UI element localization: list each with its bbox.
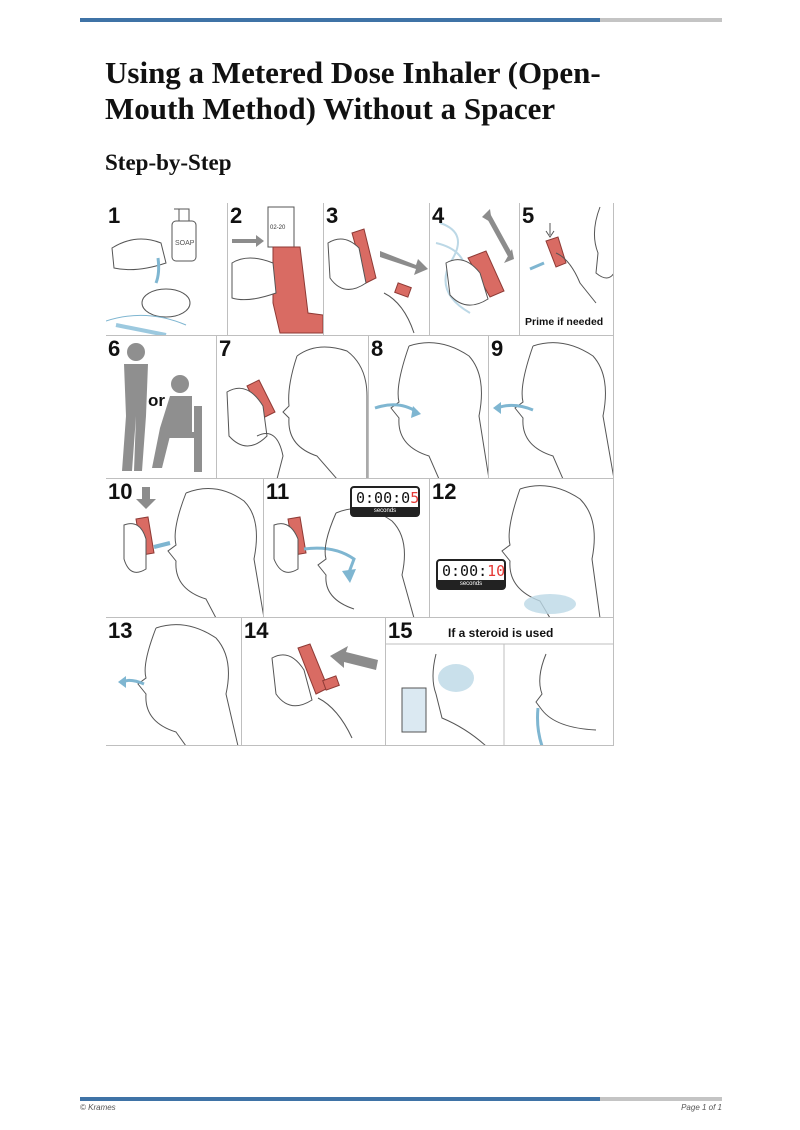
step-3-panel: 3: [324, 203, 430, 336]
step-15-caption: If a steroid is used: [448, 626, 554, 640]
timer-digits: 0:00:: [442, 562, 488, 580]
timer-label: seconds: [352, 507, 418, 515]
shake-inhaler-illustration: [327, 228, 428, 334]
footer-page-number: Page 1 of 1: [681, 1103, 722, 1112]
exhale-illustration: [374, 342, 488, 478]
hold-breath-illustration: [501, 485, 601, 617]
step-14-number: 14: [244, 618, 269, 643]
step-15-number: 15: [388, 618, 413, 643]
step-10-number: 10: [108, 479, 133, 504]
footer-rule: [80, 1097, 722, 1101]
page-subtitle: Step-by-Step: [105, 150, 232, 175]
prime-inhaler-illustration: [529, 206, 613, 304]
rinse-mouth-illustration: [386, 643, 613, 745]
soap-label: SOAP: [175, 240, 195, 247]
step-11-number: 11: [266, 479, 290, 504]
step-8-panel: 8: [369, 336, 489, 479]
steps-illustration-grid: SOAP 1 02-20 2 3: [106, 203, 614, 746]
page-title: Using a Metered Dose Inhaler (Open-Mouth…: [105, 55, 601, 126]
replace-cap-illustration: [271, 643, 378, 739]
step-8-number: 8: [371, 336, 384, 361]
step-9-panel: 9: [489, 336, 614, 479]
step-14-panel: 14: [242, 618, 386, 746]
step-4-panel: 4: [430, 203, 520, 336]
footer-copyright: © Krames: [80, 1103, 116, 1112]
step-12-panel: 12 0:00:10 seconds: [430, 479, 614, 618]
step-6-number: 6: [108, 336, 121, 361]
shake-motion-illustration: [435, 209, 514, 314]
step-5-caption: Prime if needed: [525, 316, 604, 328]
step-12-number: 12: [432, 479, 457, 504]
timer-digits-red: 10: [487, 562, 506, 580]
step-2-number: 2: [230, 203, 243, 228]
step-2-panel: 02-20 2: [228, 203, 324, 336]
step-7-panel: 7: [217, 336, 369, 479]
stand-or-sit-illustration: [122, 343, 202, 472]
timer-label: seconds: [438, 580, 504, 588]
step-12-timer: 0:00:10 seconds: [436, 559, 506, 590]
step-6-panel: 6 or: [106, 336, 217, 479]
step-6-caption: or: [148, 391, 165, 410]
step-1-panel: SOAP 1: [106, 203, 228, 336]
timer-digits-red: 5: [410, 489, 420, 507]
step-15-panel: 15 If a steroid is used: [386, 618, 614, 746]
step-11-panel: 11 0:00:05 seconds: [264, 479, 430, 618]
inhale-slowly-illustration: [273, 508, 415, 617]
step-3-number: 3: [326, 203, 339, 228]
step-4-number: 4: [432, 203, 445, 228]
step-1-number: 1: [108, 203, 121, 228]
exhale-inhaler-ready-illustration: [226, 346, 368, 478]
breathe-out-fully-illustration: [493, 342, 613, 478]
step-13-number: 13: [108, 618, 133, 643]
breathe-out-slowly-illustration: [118, 624, 239, 745]
hand-washing-illustration: SOAP: [106, 208, 197, 335]
step-9-number: 9: [491, 336, 504, 361]
step-7-number: 7: [219, 336, 232, 361]
remove-cap-illustration: 02-20: [231, 206, 323, 334]
timer-digits: 0:00:0: [356, 489, 411, 507]
step-13-panel: 13: [106, 618, 242, 746]
step-10-panel: 10: [106, 479, 264, 618]
step-11-timer: 0:00:05 seconds: [350, 486, 420, 517]
canister-label: 02-20: [270, 225, 286, 231]
step-5-panel: 5 Prime if needed: [520, 203, 614, 336]
step-5-number: 5: [522, 203, 535, 228]
press-inhaler-illustration: [123, 487, 263, 617]
header-rule: [80, 18, 722, 22]
